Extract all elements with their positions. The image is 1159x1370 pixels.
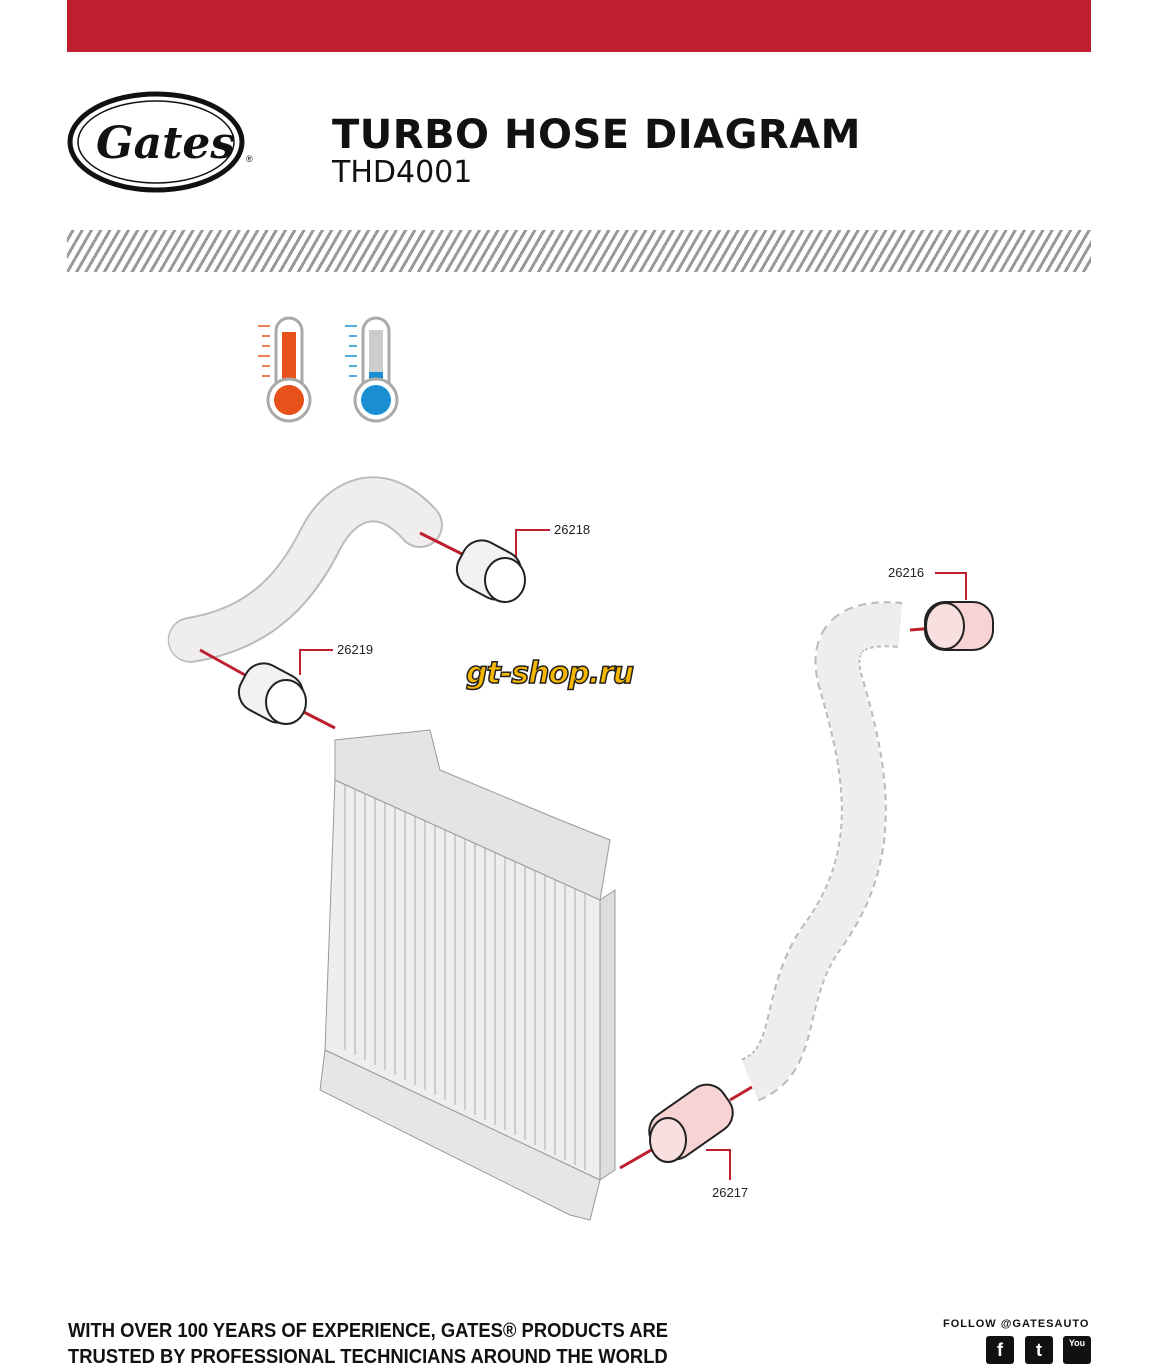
svg-text:®: ®	[246, 154, 253, 164]
coupler-26217[interactable]	[641, 1077, 740, 1167]
part-number-26217: 26217	[712, 1185, 748, 1200]
cold-thermometer-icon	[345, 316, 399, 423]
part-number-26216: 26216	[888, 565, 924, 580]
footer-line-1: WITH OVER 100 YEARS OF EXPERIENCE, GATES…	[68, 1320, 669, 1342]
coupler-26216[interactable]	[924, 601, 994, 651]
top-banner	[67, 0, 1091, 52]
hose-diagram: 26218 26219 26216 26217	[167, 316, 994, 1221]
watermark-logo: gt-shop.ru	[465, 655, 635, 692]
hatch-divider	[67, 230, 1091, 272]
hot-thermometer-icon	[258, 316, 312, 423]
page-title: TURBO HOSE DIAGRAM	[332, 112, 861, 158]
facebook-icon[interactable]: f	[986, 1336, 1014, 1364]
twitter-icon[interactable]: t	[1025, 1336, 1053, 1364]
footer-line-2: TRUSTED BY PROFESSIONAL TECHNICIANS AROU…	[68, 1346, 668, 1368]
footer-tagline: WITH OVER 100 YEARS OF EXPERIENCE, GATES…	[68, 1318, 668, 1370]
youtube-icon[interactable]: You	[1063, 1336, 1091, 1364]
follow-label: FOLLOW @GATESAUTO	[943, 1318, 1090, 1330]
gates-logo: Gates ®	[67, 91, 253, 193]
intercooler	[319, 729, 616, 1221]
coupler-26218[interactable]	[450, 533, 528, 606]
coupler-26219[interactable]	[232, 656, 310, 729]
diagram-code: THD4001	[332, 155, 473, 190]
svg-text:Gates: Gates	[96, 118, 235, 169]
part-number-26219: 26219	[337, 642, 373, 657]
part-number-26218: 26218	[554, 522, 590, 537]
